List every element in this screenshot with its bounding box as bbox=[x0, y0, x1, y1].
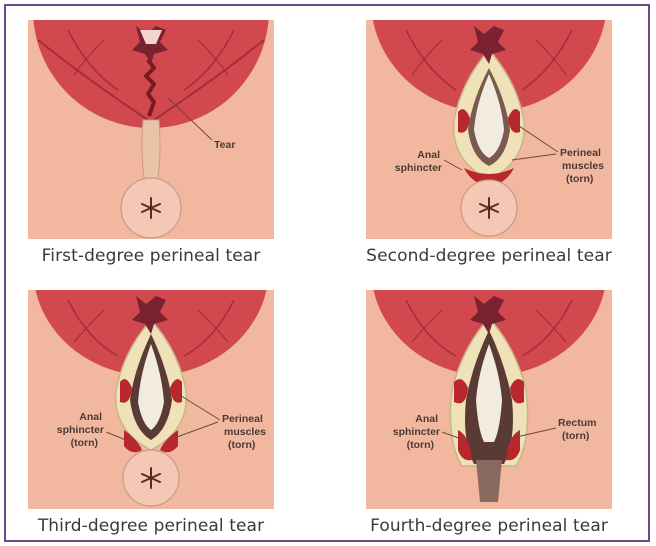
label-anal-sphincter-1: Anal bbox=[417, 149, 440, 161]
label-anal-sphincter-2: sphincter bbox=[395, 162, 442, 174]
label-perineal-muscles-3: (torn) bbox=[228, 439, 255, 451]
caption-fourth-degree: Fourth-degree perineal tear bbox=[336, 516, 642, 536]
caption-second-degree: Second-degree perineal tear bbox=[336, 246, 642, 266]
panel-second-degree: Anal sphincter Perineal muscles (torn) bbox=[366, 20, 612, 239]
first-degree-illustration: Tear bbox=[28, 20, 274, 239]
label-anal-sphincter-1: Anal bbox=[79, 411, 102, 423]
label-perineal-muscles-1: Perineal bbox=[560, 147, 601, 159]
label-anal-sphincter-3: (torn) bbox=[407, 439, 434, 451]
label-perineal-muscles-2: muscles bbox=[562, 160, 604, 172]
caption-third-degree: Third-degree perineal tear bbox=[0, 516, 304, 536]
label-perineal-muscles-1: Perineal bbox=[222, 413, 263, 425]
label-rectum-2: (torn) bbox=[562, 430, 589, 442]
fourth-degree-illustration: Anal sphincter (torn) Rectum (torn) bbox=[366, 290, 612, 509]
label-anal-sphincter-2: sphincter bbox=[57, 424, 104, 436]
label-perineal-muscles-2: muscles bbox=[224, 426, 266, 438]
panel-first-degree: Tear bbox=[28, 20, 274, 239]
panel-third-degree: Anal sphincter (torn) Perineal muscles (… bbox=[28, 290, 274, 509]
label-perineal-muscles-3: (torn) bbox=[566, 173, 593, 185]
label-anal-sphincter-2: sphincter bbox=[393, 426, 440, 438]
figure-frame: Tear First-degree perineal tear bbox=[4, 4, 650, 542]
label-anal-sphincter-3: (torn) bbox=[71, 437, 98, 449]
third-degree-illustration: Anal sphincter (torn) Perineal muscles (… bbox=[28, 290, 274, 509]
label-rectum-1: Rectum bbox=[558, 417, 597, 429]
panel-fourth-degree: Anal sphincter (torn) Rectum (torn) bbox=[366, 290, 612, 509]
second-degree-illustration: Anal sphincter Perineal muscles (torn) bbox=[366, 20, 612, 239]
label-anal-sphincter-1: Anal bbox=[415, 413, 438, 425]
caption-first-degree: First-degree perineal tear bbox=[0, 246, 304, 266]
label-tear: Tear bbox=[214, 139, 235, 151]
